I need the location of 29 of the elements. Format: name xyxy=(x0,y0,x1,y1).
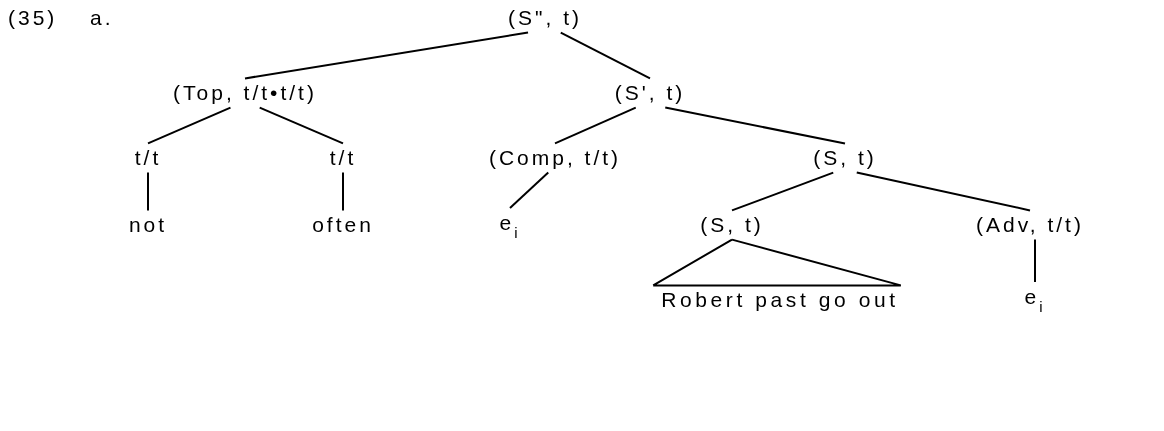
tree-branch xyxy=(731,171,835,212)
tree-node-label: (S, t) xyxy=(700,210,764,240)
sub-example-letter: a. xyxy=(90,6,114,30)
tree-node-label: t/t xyxy=(329,143,357,173)
tree-branch xyxy=(147,106,232,145)
tree-node-label: (S, t) xyxy=(813,143,877,173)
tree-branch xyxy=(554,106,637,145)
tree-node-label: (S", t) xyxy=(508,3,582,33)
tree-node-label: e$_{i}$ xyxy=(1024,282,1046,318)
tree-node-label: often xyxy=(312,210,374,240)
tree-node-label: Robert past go out xyxy=(661,285,899,315)
tree-node-label: (Top, t/t•t/t) xyxy=(173,78,317,108)
tree-branch xyxy=(855,171,1031,212)
example-number: (35) xyxy=(8,6,58,30)
tree-branch xyxy=(664,106,846,145)
tree-branch xyxy=(509,171,550,209)
constituent-triangle xyxy=(652,238,902,287)
tree-node-label: e$_{i}$ xyxy=(499,208,521,244)
tree-branch xyxy=(559,31,651,80)
tree-branch xyxy=(147,171,149,212)
tree-branch xyxy=(244,31,529,80)
tree-node-label: not xyxy=(128,210,168,240)
tree-node-label: (Comp, t/t) xyxy=(488,143,622,173)
tree-node-label: (Adv, t/t) xyxy=(976,210,1084,240)
tree-branch xyxy=(1034,238,1036,283)
tree-node-label: t/t xyxy=(134,143,162,173)
tree-node-label: (S', t) xyxy=(614,78,686,108)
tree-branch xyxy=(258,106,344,145)
tree-branch xyxy=(342,171,344,212)
